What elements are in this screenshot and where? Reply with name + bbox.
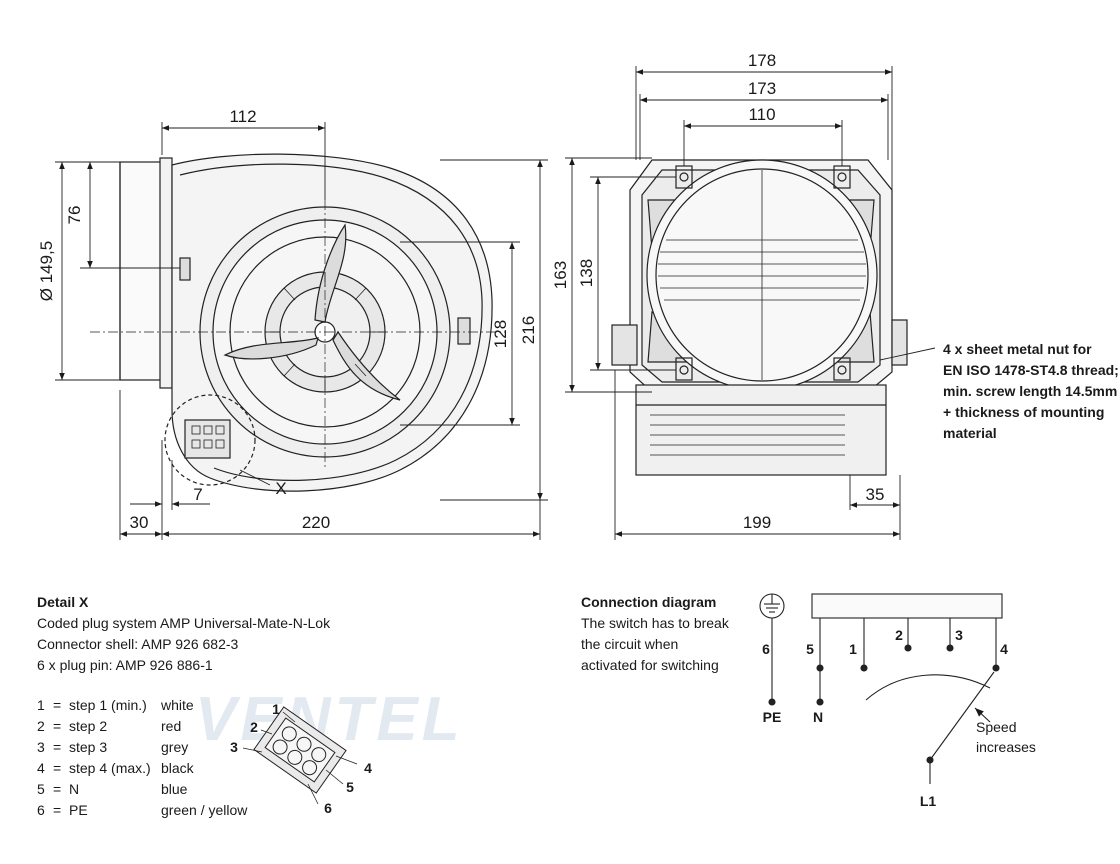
switch-arm: [929, 671, 995, 761]
callout-5: 5: [346, 779, 354, 795]
connection-text: Connection diagram The switch has to bre…: [581, 592, 729, 676]
nut-note-line: min. screw length 14.5mm: [943, 383, 1117, 399]
pin-desc: step 4 (max.): [69, 760, 151, 776]
speed-label: Speed: [976, 719, 1016, 735]
pin-desc: step 2: [69, 718, 108, 734]
pin-num: 4: [37, 760, 45, 776]
motor-box: [635, 384, 887, 476]
motor-terminal-box: [811, 593, 1003, 619]
speed-label: increases: [976, 739, 1036, 755]
nut-note-line: EN ISO 1478-ST4.8 thread;: [943, 362, 1119, 378]
n-label: N: [813, 709, 823, 725]
side-dimensions: [565, 66, 936, 540]
terminal-2: 2: [895, 627, 903, 643]
dim-128: 128: [491, 320, 510, 348]
detail-x-circle: [164, 394, 256, 486]
detail-x-text: Detail X Coded plug system AMP Universal…: [37, 592, 330, 676]
pin-color: grey: [161, 739, 189, 755]
dim-110: 110: [748, 105, 775, 124]
dim-diameter: Ø 149,5: [37, 241, 56, 302]
connector-callouts: 1 2 3 4 5 6: [230, 701, 372, 816]
pin-eq: =: [53, 739, 62, 755]
detail-x-title: Detail X: [37, 594, 89, 610]
nut-note-line: material: [943, 425, 997, 441]
dim-173: 173: [748, 79, 776, 98]
pin-desc: step 1 (min.): [69, 697, 147, 713]
dim-30: 30: [130, 513, 149, 532]
pin-color: green / yellow: [161, 802, 248, 818]
impeller-blade: [314, 223, 347, 323]
callout-4: 4: [364, 760, 372, 776]
detail-line: Connector shell: AMP 926 682-3: [37, 636, 239, 652]
pin-color: black: [161, 760, 194, 776]
callout-1: 1: [272, 701, 280, 717]
pin-num: 5: [37, 781, 45, 797]
dim-220: 220: [302, 513, 330, 532]
dim-7: 7: [193, 485, 202, 504]
pin-color: red: [161, 718, 182, 734]
pin-eq: =: [53, 760, 62, 776]
terminal-5: 5: [806, 641, 814, 657]
callout-2: 2: [250, 719, 258, 735]
pin-desc: PE: [69, 802, 88, 818]
pin-color: blue: [161, 781, 188, 797]
impeller-blade: [223, 337, 319, 360]
dim-199: 199: [743, 513, 771, 532]
side-dim-labels: 178 173 110 163 138 35 199 4 x sheet met…: [551, 51, 1119, 532]
connection-line: the circuit when: [581, 636, 679, 652]
connection-title: Connection diagram: [581, 594, 717, 610]
pin-desc: step 3: [69, 739, 108, 755]
detail-line: Coded plug system AMP Universal-Mate-N-L…: [37, 615, 331, 631]
pin-num: 2: [37, 718, 45, 734]
flange: [159, 157, 173, 389]
terminal-6: 6: [762, 641, 770, 657]
dim-216: 216: [519, 316, 538, 344]
nut-note-line: 4 x sheet metal nut for: [943, 341, 1092, 357]
pin-num: 3: [37, 739, 45, 755]
nut-note-line: + thickness of mounting: [943, 404, 1104, 420]
terminal-3: 3: [955, 627, 963, 643]
callout-6: 6: [324, 800, 332, 816]
front-dimensions: [55, 122, 548, 540]
dim-163: 163: [551, 261, 570, 289]
l1-label: L1: [920, 793, 937, 809]
dim-76: 76: [65, 206, 84, 225]
connection-line: The switch has to break: [581, 615, 729, 631]
terminal-4: 4: [1000, 641, 1008, 657]
dim-138: 138: [577, 259, 596, 287]
connector-detail: [242, 706, 358, 805]
inlet-tube: [119, 161, 166, 381]
pin-eq: =: [53, 718, 62, 734]
connection-line: activated for switching: [581, 657, 719, 673]
pin-eq: =: [53, 697, 62, 713]
terminal-1: 1: [849, 641, 857, 657]
front-view: [90, 153, 505, 492]
connection-labels: 6 5 1 2 3 4 PE N L1 Speed increases: [762, 627, 1036, 809]
side-view: [611, 159, 908, 476]
callout-3: 3: [230, 739, 238, 755]
pin-desc: N: [69, 781, 80, 797]
pin-color: white: [161, 697, 194, 713]
impeller-blade: [332, 330, 401, 401]
pin-eq: =: [53, 802, 62, 818]
pin-eq: =: [53, 781, 62, 797]
connection-diagram: [759, 593, 1003, 784]
dim-35: 35: [866, 485, 885, 504]
detail-line: 6 x plug pin: AMP 926 886-1: [37, 657, 213, 673]
dim-178: 178: [748, 51, 776, 70]
pin-num: 6: [37, 802, 45, 818]
dim-112: 112: [229, 107, 256, 126]
switch-arc: [865, 674, 991, 701]
detail-x-marker: X: [275, 479, 286, 498]
front-dim-labels: 112 76 Ø 149,5 128 216 7 30 220 X: [37, 107, 538, 532]
pin-num: 1: [37, 697, 45, 713]
pe-label: PE: [763, 709, 782, 725]
